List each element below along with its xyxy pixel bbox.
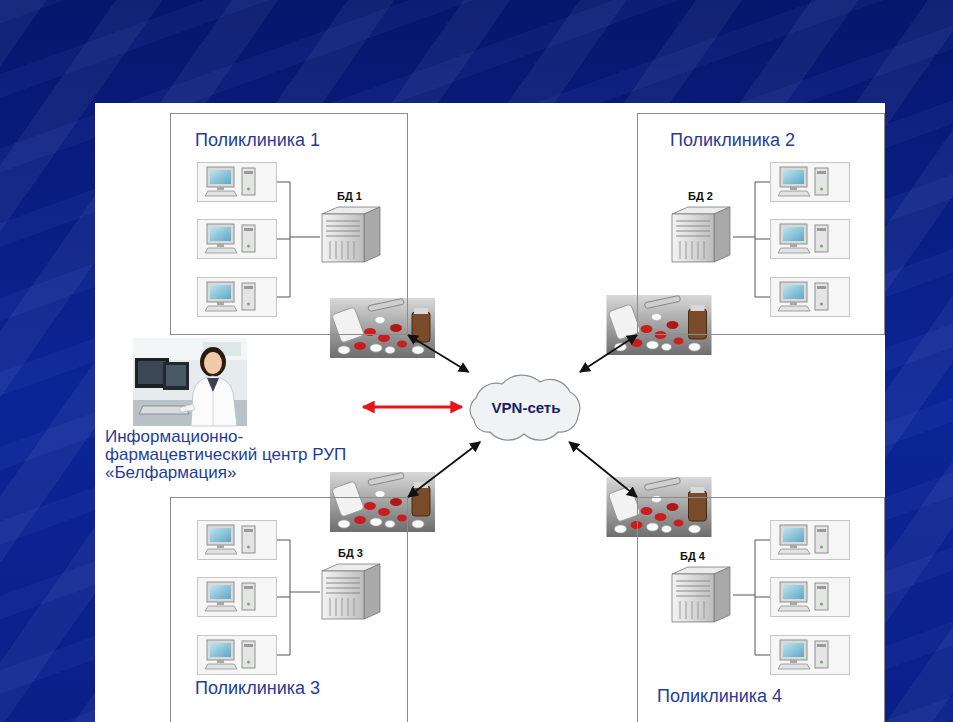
clinic-title: Поликлиника 3	[195, 678, 320, 699]
computer-icon	[771, 521, 850, 560]
clinic-box: Поликлиника 4 БД 4	[637, 497, 885, 722]
server-icon	[322, 207, 380, 262]
clinic-4-equipment	[672, 521, 850, 675]
vpn-cloud: VPN-сеть	[462, 372, 590, 442]
double-arrow	[408, 442, 480, 497]
db-label: БД 2	[688, 190, 713, 202]
clinic-box: Поликлиника 1 БД 1	[170, 113, 408, 335]
double-arrow	[580, 335, 637, 372]
pharmacist-picture	[133, 338, 247, 426]
lan-wire	[277, 182, 320, 297]
double-arrow	[569, 442, 637, 497]
computer-icon	[198, 220, 277, 259]
computer-icon	[771, 220, 850, 259]
computer-icon	[198, 278, 277, 317]
computer-icon	[198, 578, 277, 617]
computer-icon	[198, 636, 277, 675]
clinic-1-equipment	[198, 163, 381, 317]
computer-icon	[198, 163, 277, 202]
db-label: БД 4	[680, 550, 705, 562]
computer-icon	[771, 578, 850, 617]
cloud-outline	[470, 375, 580, 440]
lan-wire	[733, 540, 770, 655]
clinic-title: Поликлиника 4	[657, 686, 782, 707]
server-icon	[672, 567, 730, 622]
pills-picture	[330, 472, 435, 532]
db-label: БД 3	[338, 547, 363, 559]
clinic-title: Поликлиника 2	[670, 130, 795, 151]
computer-icon	[771, 163, 850, 202]
lan-wire	[733, 182, 770, 297]
database-node: БД 1	[337, 190, 364, 204]
vpn-label: VPN-сеть	[492, 399, 561, 416]
info-center-caption: Информационно- фармацевтический центр РУ…	[105, 428, 355, 482]
database-node: БД 3	[338, 547, 365, 561]
database-node: БД 2	[688, 190, 715, 204]
clinic-box: Поликлиника 3 БД 3	[170, 497, 408, 722]
clinic-title: Поликлиника 1	[195, 130, 320, 151]
lan-wire	[277, 540, 320, 655]
red-double-arrow	[363, 406, 462, 409]
clinic-box: Поликлиника 2 БД 2	[637, 113, 885, 335]
server-icon	[672, 207, 730, 262]
pills-picture	[607, 295, 712, 355]
info-center-node: Информационно- фармацевтический центр РУ…	[105, 338, 363, 486]
pills-picture	[330, 298, 435, 358]
clinic-3-equipment	[198, 521, 381, 675]
database-node: БД 4	[680, 550, 707, 564]
computer-icon	[771, 636, 850, 675]
db-label: БД 1	[337, 190, 362, 202]
clinic-2-equipment	[672, 163, 850, 317]
computer-icon	[771, 278, 850, 317]
double-arrow	[408, 335, 469, 372]
server-icon	[322, 564, 380, 619]
computer-icon	[198, 521, 277, 560]
